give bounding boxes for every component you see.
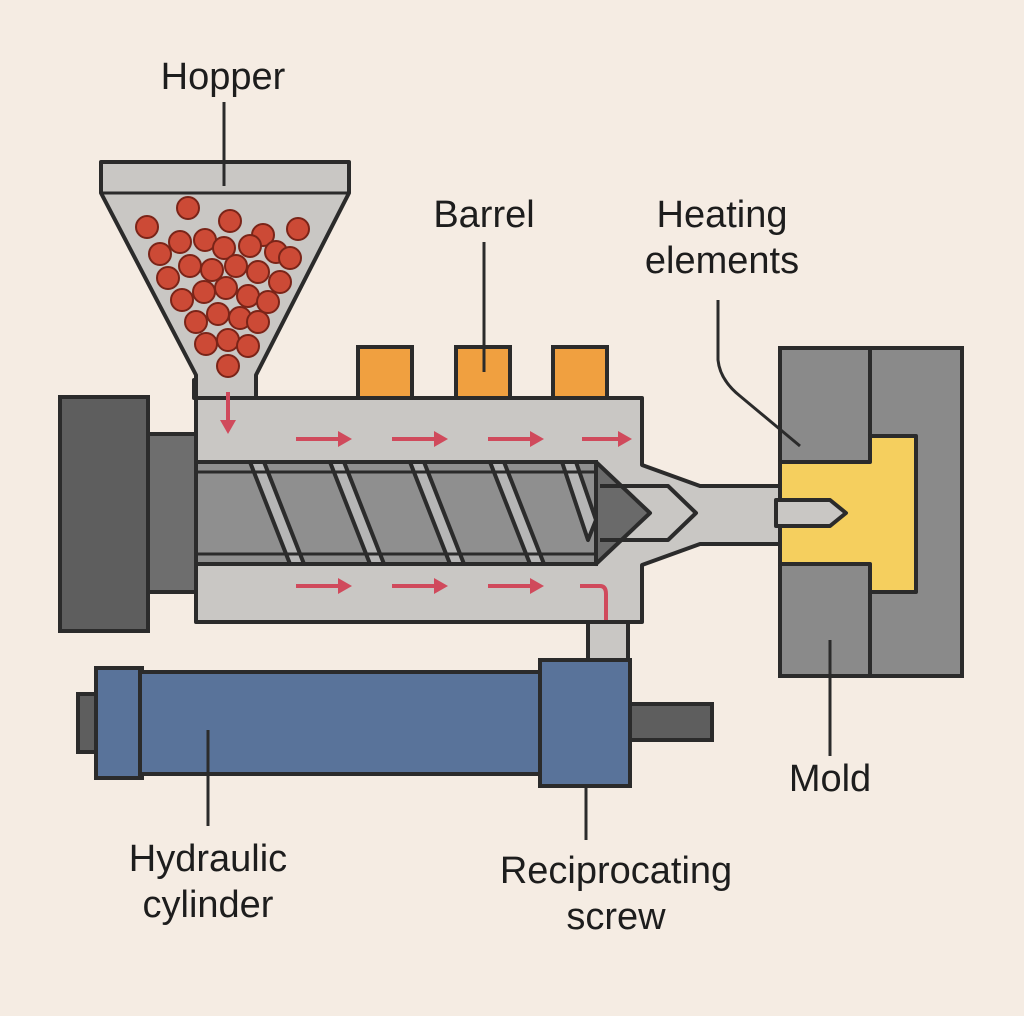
leader-lines: [206, 102, 832, 840]
melt-flow-arrows-bottom: [296, 578, 608, 656]
hydraulic-cylinder-label: Hydraulic cylinder: [96, 836, 320, 928]
drive-coupling: [146, 432, 198, 594]
cylinder-front-head: [538, 658, 632, 788]
cylinder-rear-collar: [94, 666, 144, 780]
nozzle-check-ring: [600, 484, 698, 542]
hopper-label-text: Hopper: [160, 56, 286, 98]
heating-element-3: [551, 345, 609, 400]
mold-cavity: [778, 434, 918, 594]
screw-flights: [248, 460, 598, 566]
mold-label-text: Mold: [788, 758, 872, 800]
reciprocating-screw-label-line1: Reciprocating: [499, 850, 733, 892]
cylinder-link-rod: [586, 620, 630, 662]
mold-label: Mold: [760, 756, 900, 802]
feed-arrow-down: [220, 392, 236, 434]
nozzle-tip: [774, 498, 848, 528]
hopper-label: Hopper: [120, 54, 326, 100]
piston-rod: [628, 702, 714, 742]
heating-elements-leader: [716, 300, 801, 448]
heating-element-bands: [356, 345, 609, 400]
reciprocating-screw-label-line2: screw: [566, 896, 666, 938]
melt-flow-arrows-top: [296, 431, 632, 447]
heating-elements-label-line2: elements: [644, 240, 800, 282]
hydraulic-cylinder-label-line1: Hydraulic: [128, 838, 288, 880]
plastic-pellets: [135, 196, 310, 378]
heating-elements-label-line1: Heating: [656, 194, 788, 236]
hydraulic-cylinder-label-line2: cylinder: [142, 884, 274, 926]
barrel-label: Barrel: [380, 192, 588, 238]
barrel-label-text: Barrel: [433, 194, 535, 236]
heating-elements-label: Heating elements: [612, 192, 832, 284]
cylinder-barrel: [138, 670, 546, 776]
heating-element-1: [356, 345, 414, 400]
reciprocating-screw-label: Reciprocating screw: [466, 848, 766, 940]
drive-motor-block: [58, 395, 150, 633]
